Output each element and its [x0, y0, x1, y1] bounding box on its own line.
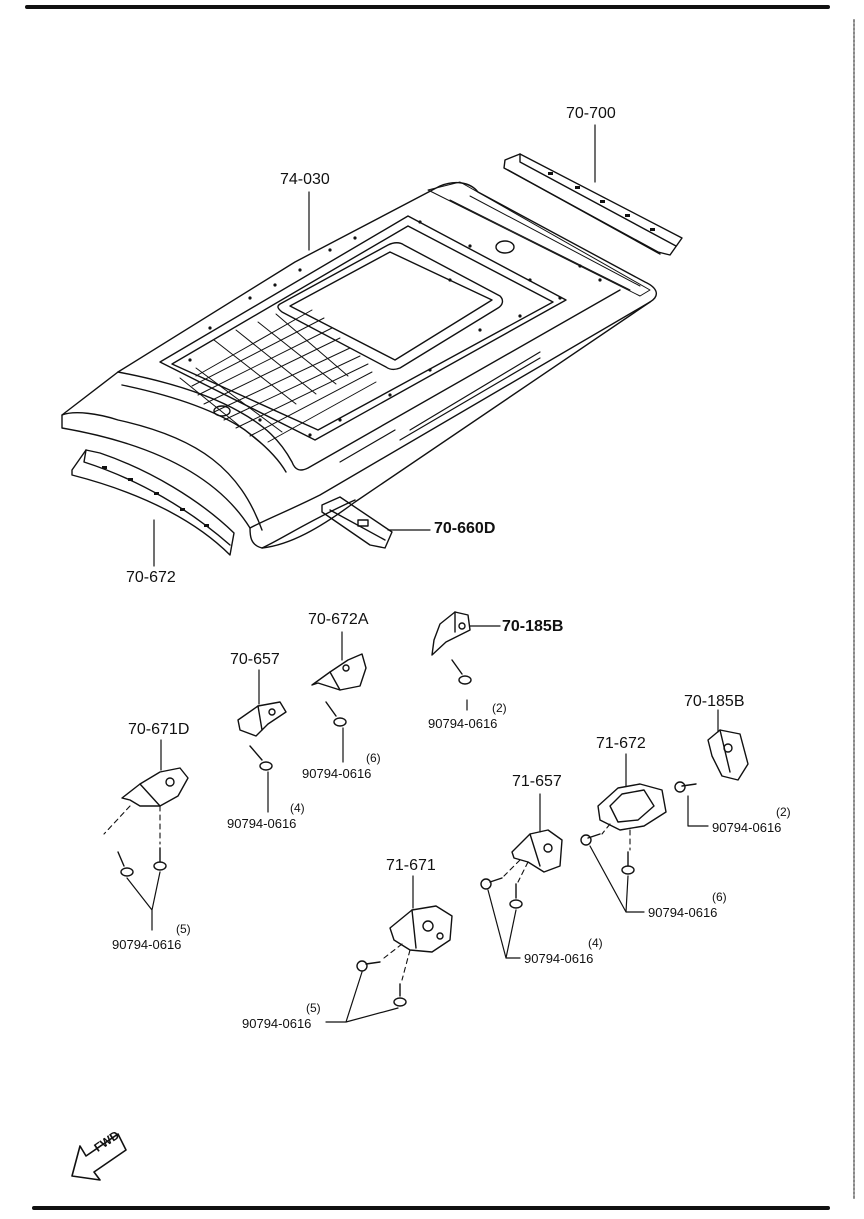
fastener-part-number: 90794-0616: [524, 951, 594, 966]
label-rear-rail: 70-700: [566, 105, 616, 122]
rear-rail: [503, 153, 683, 256]
label-bracket-70-185b-left: 70-185B: [502, 618, 564, 635]
fastener-part-number: 90794-0616: [227, 816, 297, 831]
install-lines: [103, 805, 631, 981]
label-roof-bow: 70-660D: [434, 520, 496, 537]
fastener-part-number: 90794-0616: [428, 716, 498, 731]
fastener-qty: (6): [366, 751, 381, 765]
fastener-qty: (2): [492, 701, 507, 715]
fastener-part-number: 90794-0616: [712, 820, 782, 835]
bracket-70-671d: [121, 767, 189, 807]
fastener-part-number: 90794-0616: [112, 937, 182, 952]
fastener-qty: (4): [290, 801, 305, 815]
label-bracket-71-657: 71-657: [512, 773, 562, 790]
fwd-arrow-icon: [71, 1133, 127, 1181]
label-bracket-70-657: 70-657: [230, 651, 280, 668]
label-bracket-71-671: 71-671: [386, 857, 436, 874]
fastener-part-number: 90794-0616: [242, 1016, 312, 1031]
bracket-70-657: [237, 701, 287, 737]
bracket-71-672: [597, 783, 667, 831]
label-bracket-70-185b-right: 70-185B: [684, 693, 745, 710]
bracket-71-671: [389, 905, 453, 953]
fastener-qty: (4): [588, 936, 603, 950]
fastener-qty: (6): [712, 890, 727, 904]
label-roof-panel: 74-030: [280, 171, 330, 188]
fastener-qty: (5): [306, 1001, 321, 1015]
bolts: [117, 659, 697, 1007]
roof-bow: [321, 496, 393, 549]
fastener-part-number: 90794-0616: [648, 905, 718, 920]
fastener-qty: (2): [776, 805, 791, 819]
bracket-70-185b-left: [431, 611, 471, 656]
label-front-rail: 70-672: [126, 569, 176, 586]
roof-panel: [61, 181, 657, 549]
fastener-qty: (5): [176, 922, 191, 936]
label-bracket-70-671d: 70-671D: [128, 721, 190, 738]
label-bracket-71-672: 71-672: [596, 735, 646, 752]
bracket-70-672a: [311, 653, 367, 691]
front-rail: [71, 449, 235, 556]
leader-lines: [126, 124, 719, 1023]
fastener-part-number: 90794-0616: [302, 766, 372, 781]
bracket-71-657: [511, 829, 563, 873]
label-bracket-70-672a: 70-672A: [308, 611, 369, 628]
bracket-70-185b-right: [707, 729, 749, 781]
